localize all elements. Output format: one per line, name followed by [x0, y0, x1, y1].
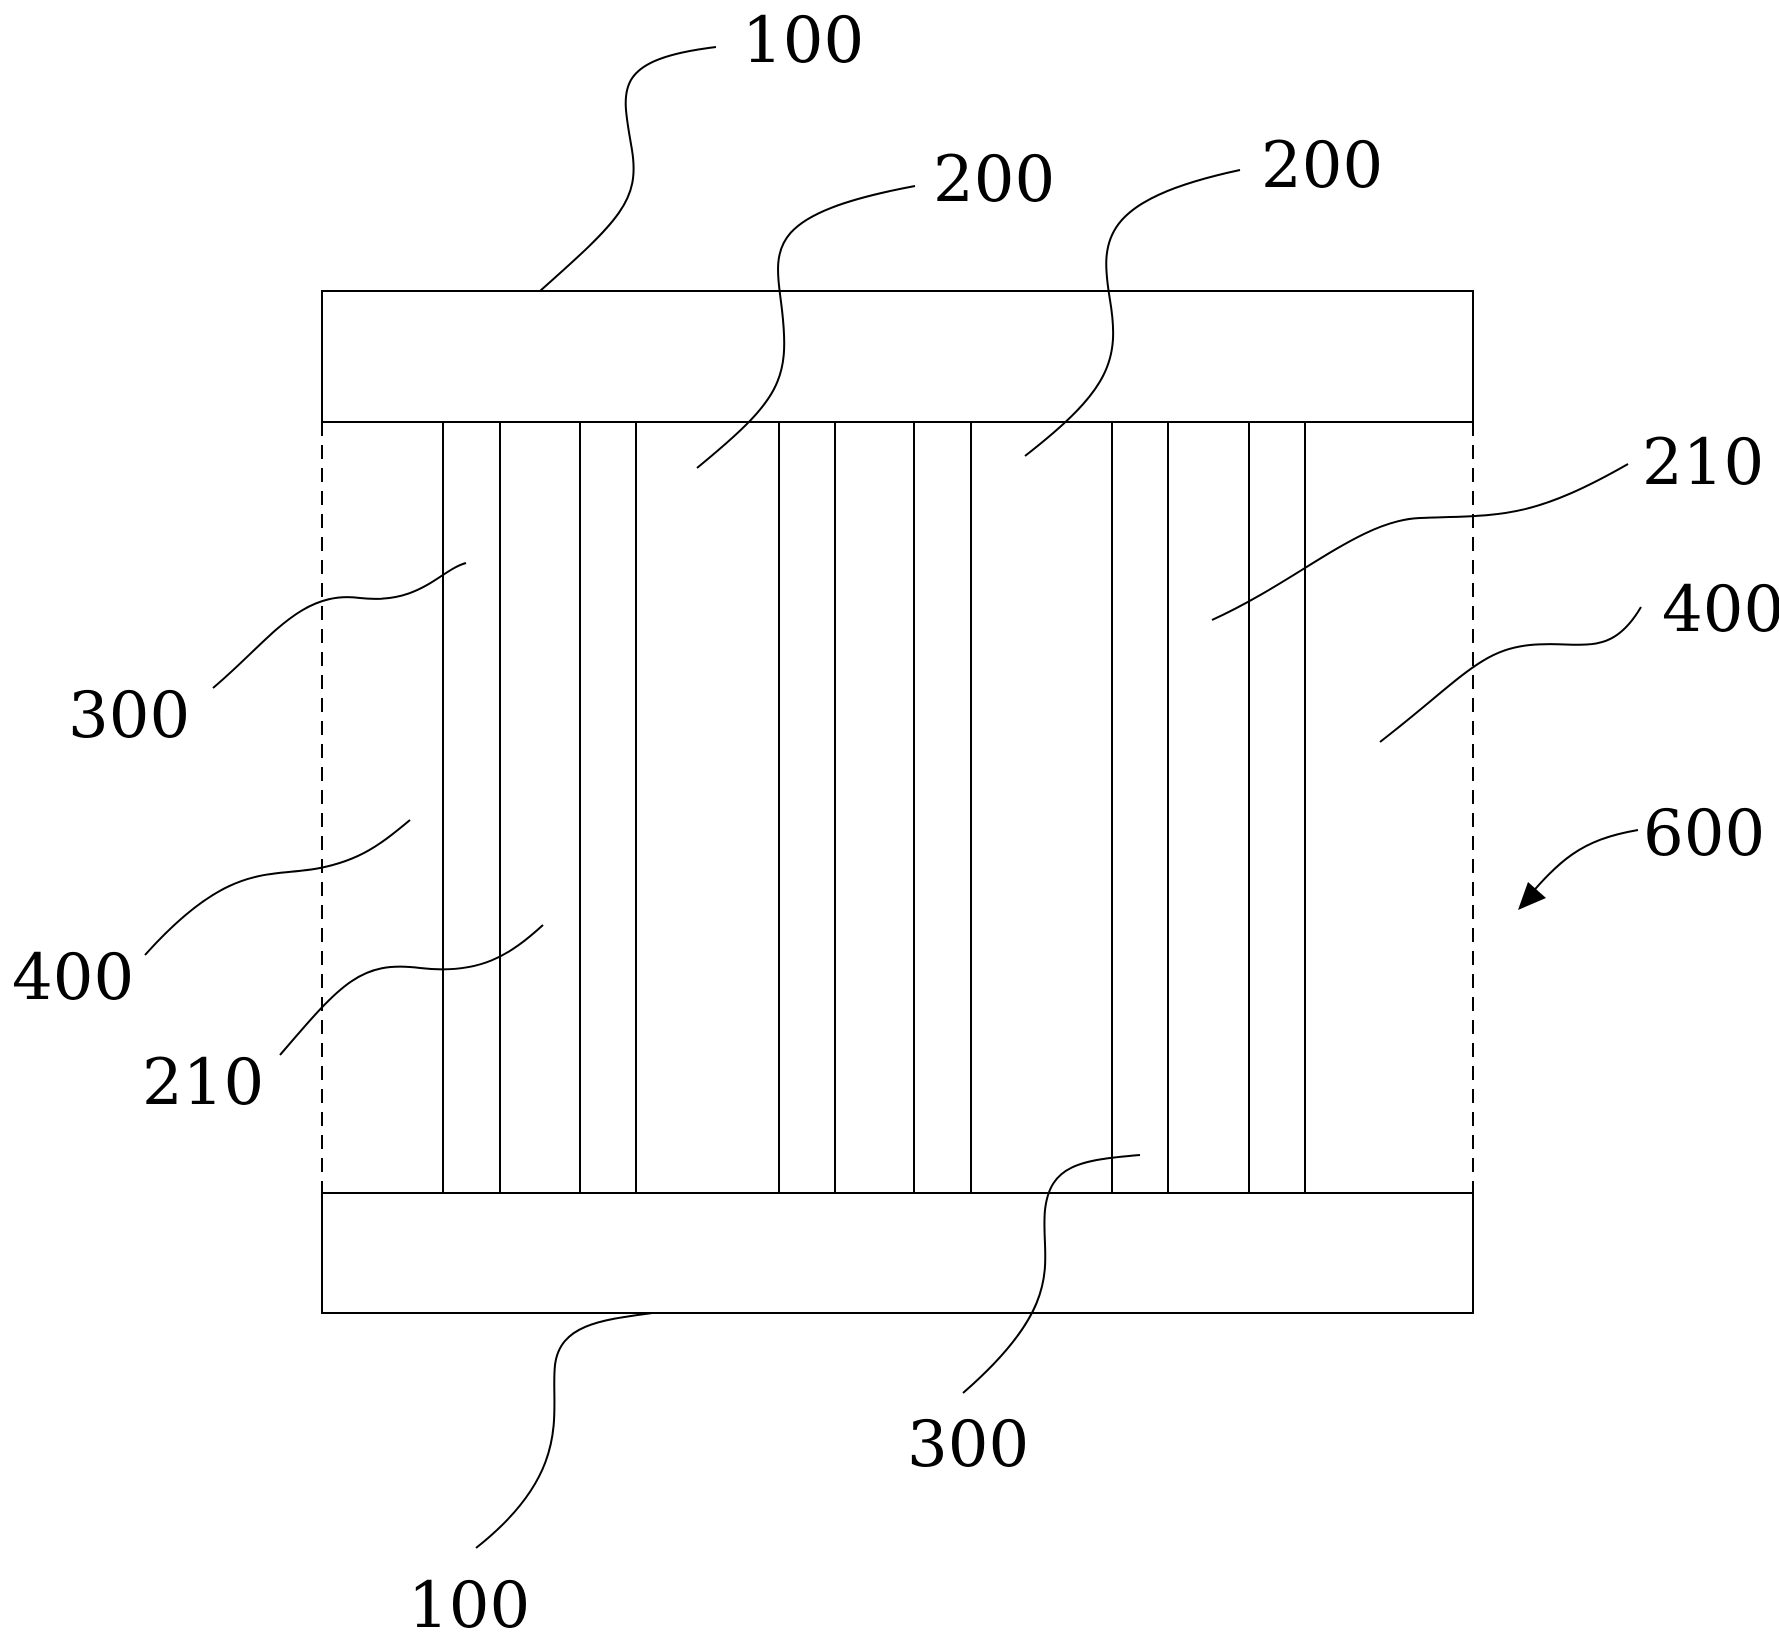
label-assembly-600: 600	[1643, 797, 1765, 871]
leader-210-right	[1211, 463, 1629, 621]
label-strip-300-left: 300	[68, 679, 190, 753]
hatched-strip	[442, 421, 501, 1194]
hatched-strip	[913, 421, 972, 1194]
label-region-200-right: 200	[1261, 129, 1383, 203]
label-side-400-right: 400	[1662, 573, 1779, 647]
leader-top-100	[539, 46, 717, 292]
leader-210-left	[279, 924, 544, 1056]
leader-lines	[144, 46, 1642, 1549]
hatched-strip	[579, 421, 637, 1194]
middle-region-outline	[321, 421, 1474, 1194]
hatched-strip	[778, 421, 836, 1194]
leader-200-left	[696, 185, 916, 469]
arrow-head-600	[1518, 882, 1546, 910]
label-side-400-left: 400	[12, 941, 134, 1015]
label-region-200-left: 200	[933, 143, 1055, 217]
reference-labels: 100 100 200 200 210 400 600 300 400 210 …	[12, 4, 1779, 1639]
label-region-210-right: 210	[1642, 426, 1764, 500]
leader-600-arrow	[1522, 829, 1639, 904]
leader-bottom-100	[475, 1312, 653, 1549]
leader-300-bottom	[962, 1154, 1141, 1394]
leader-400-right	[1379, 606, 1642, 743]
leader-400-left	[144, 819, 411, 956]
leader-200-right	[1024, 169, 1241, 457]
label-region-210-left: 210	[142, 1046, 264, 1120]
bottom-plate	[321, 1192, 1474, 1314]
label-bottom-plate: 100	[408, 1569, 530, 1639]
leader-300-left	[212, 562, 467, 689]
hatched-strip	[1248, 421, 1306, 1194]
label-top-plate: 100	[742, 4, 864, 78]
hatched-strips	[442, 421, 1306, 1194]
hatched-strip	[1111, 421, 1169, 1194]
top-plate	[321, 290, 1474, 423]
label-strip-300-bottom: 300	[907, 1408, 1029, 1482]
